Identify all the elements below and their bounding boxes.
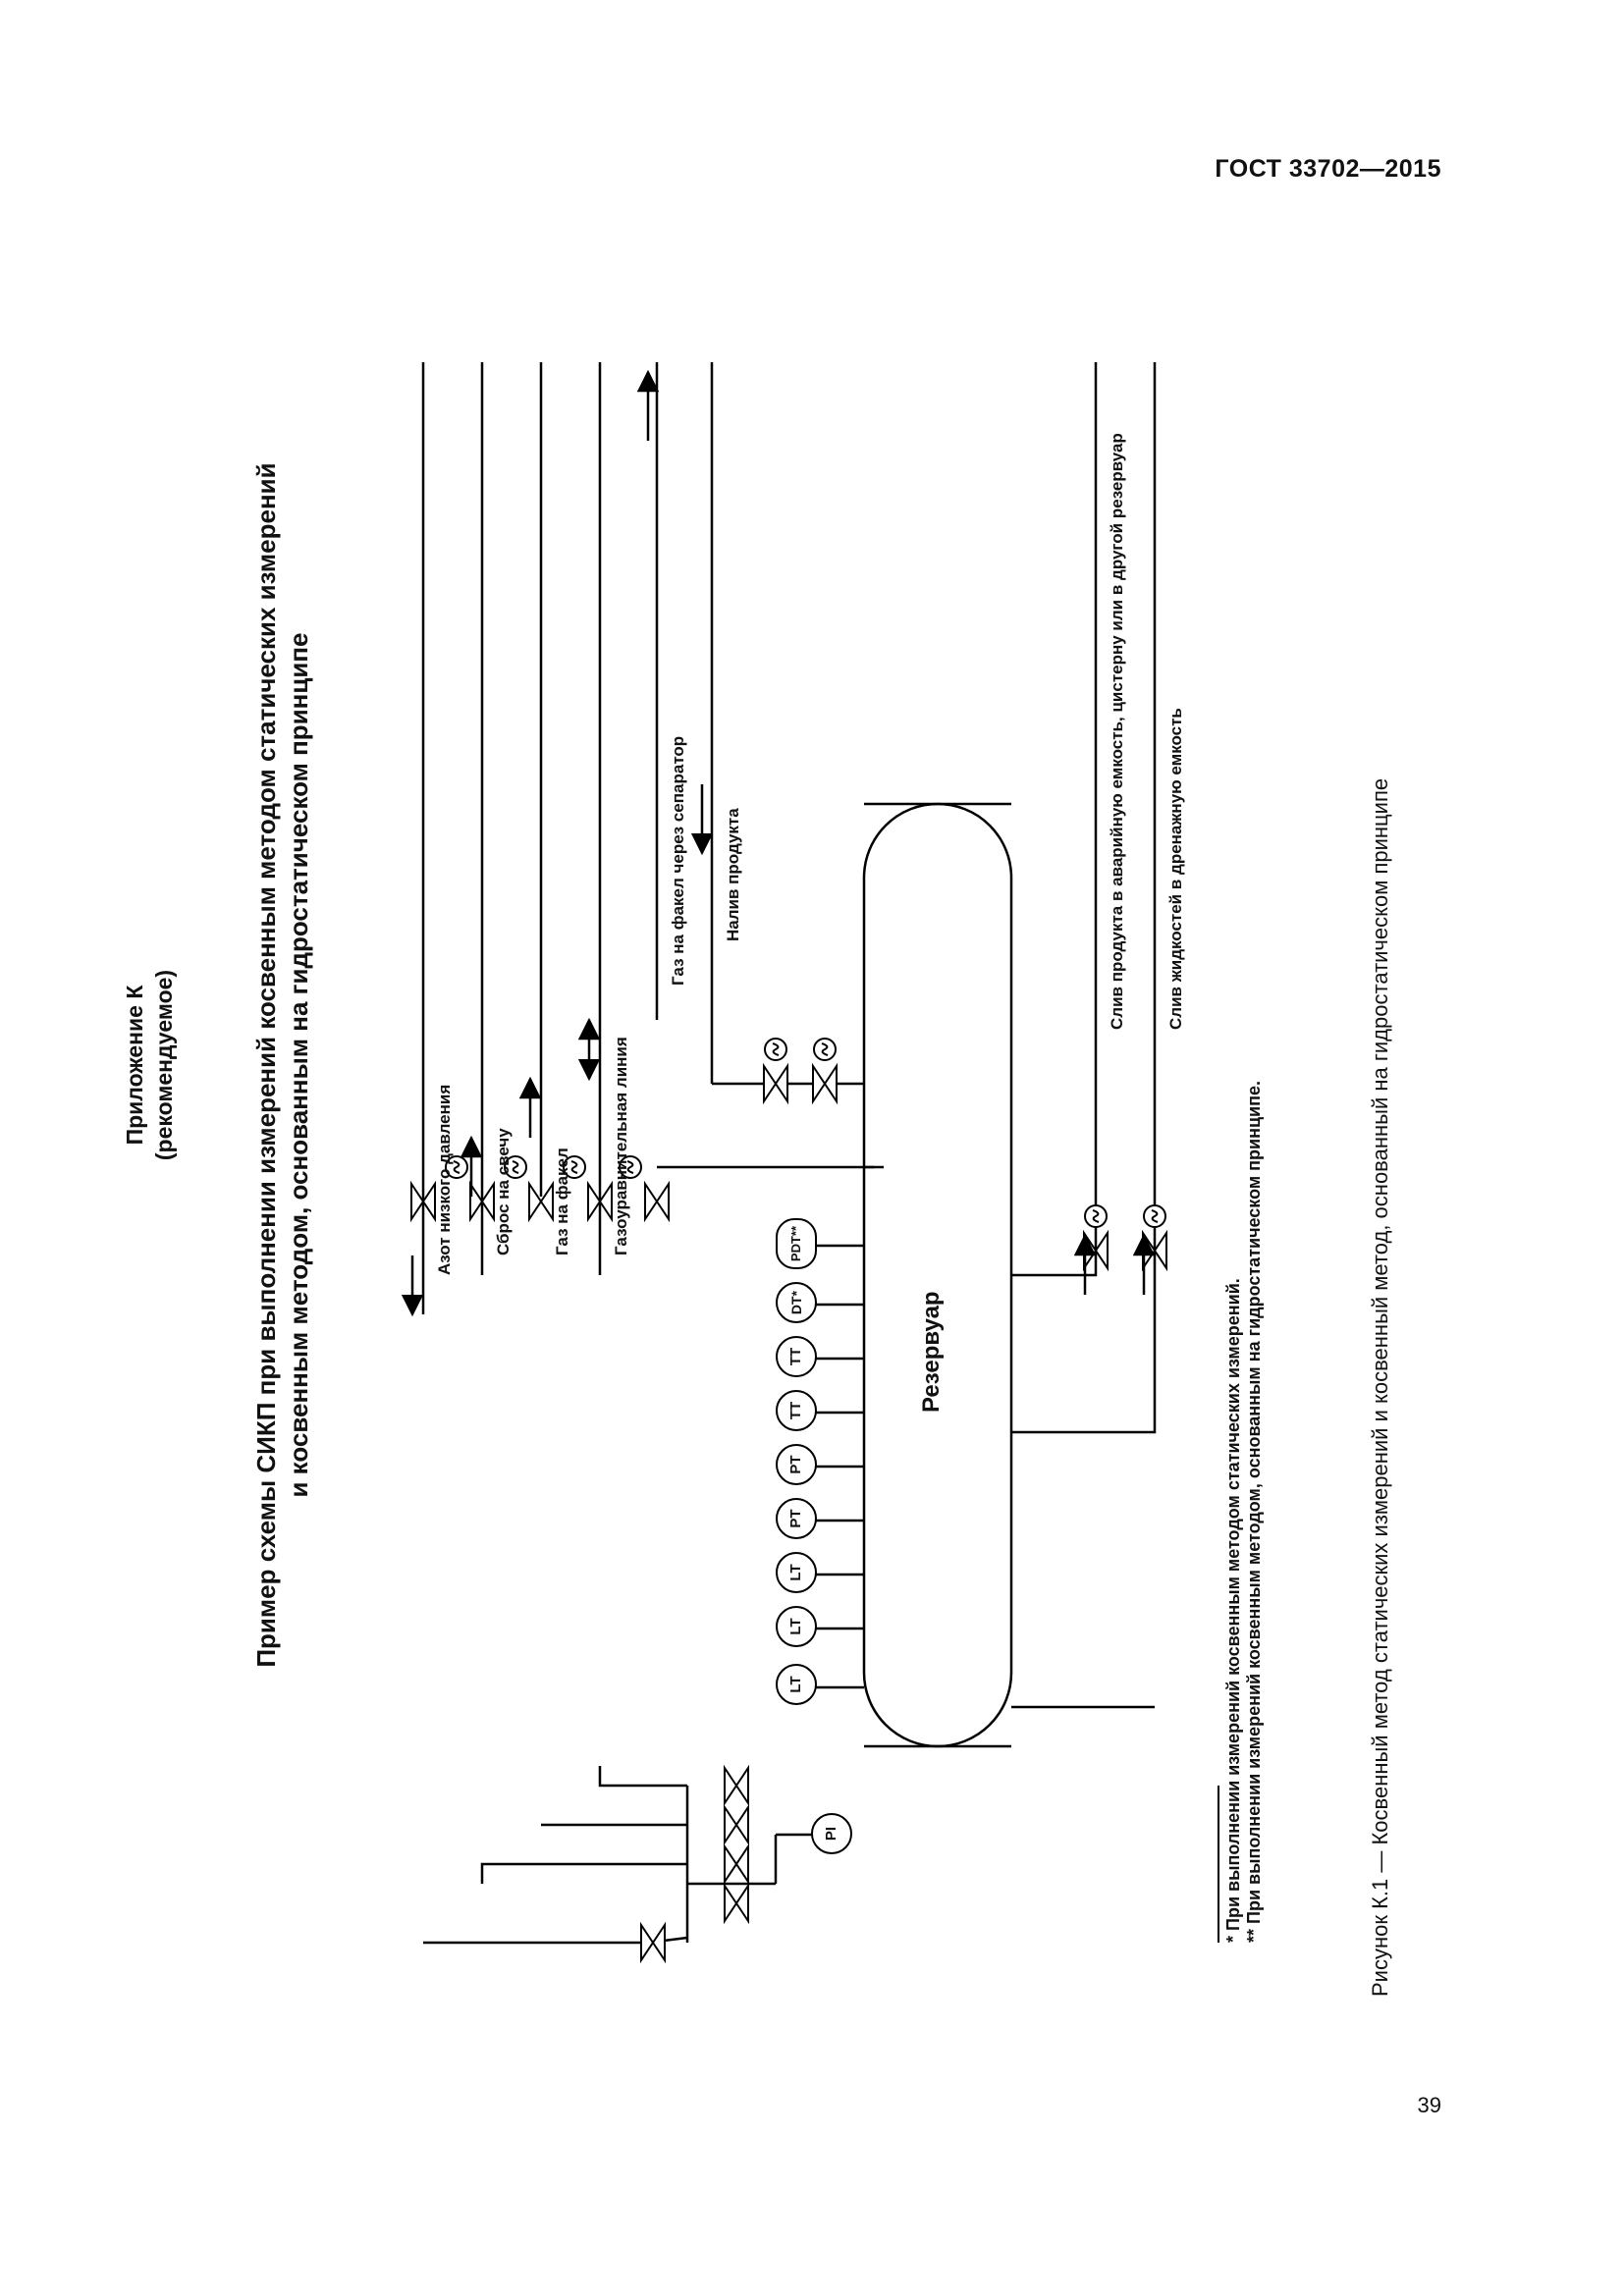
instrument-pt-1: PT — [776, 1498, 817, 1539]
label-liquid-drain: Слив жидкостей в дренажную емкость — [1166, 708, 1185, 1030]
tank-label: Резервуар — [918, 1291, 945, 1413]
page-number: 39 — [1417, 2093, 1441, 2117]
instrument-lt-2: LT — [776, 1606, 817, 1647]
figure-caption: Рисунок К.1 — Косвенный метод статически… — [1368, 777, 1392, 1997]
instrument-lt-1: LT — [776, 1664, 817, 1705]
label-vent: Сброс на свечу — [494, 1128, 513, 1255]
label-filling: Налив продукта — [724, 808, 742, 941]
standard-header: ГОСТ 33702—2015 — [1215, 155, 1441, 183]
label-nitrogen: Азот низкого давления — [435, 1084, 454, 1275]
label-equalizing: Газоуравнительная линия — [612, 1037, 630, 1255]
footnote-rule — [1218, 1786, 1219, 1943]
instrument-dt: DT* — [776, 1282, 817, 1323]
instrument-pt-2: PT — [776, 1444, 817, 1485]
label-flare-separator: Газ на факел через сепаратор — [669, 735, 687, 986]
instrument-pdt: PDT** — [776, 1218, 817, 1269]
pressure-indicator: PI — [811, 1813, 852, 1854]
label-flare: Газ на факел — [553, 1148, 571, 1255]
instrument-lt-3: LT — [776, 1552, 817, 1593]
footnotes: * При выполнении измерений косвенным мет… — [1218, 1081, 1265, 1943]
footnote-1: * При выполнении измерений косвенным мет… — [1223, 1278, 1243, 1943]
instrument-tt-2: TT — [776, 1336, 817, 1377]
instrument-tt-1: TT — [776, 1390, 817, 1431]
footnote-2: ** При выполнении измерений косвенным ме… — [1244, 1081, 1264, 1943]
label-emergency-drain: Слив продукта в аварийную емкость, цисте… — [1108, 433, 1126, 1030]
